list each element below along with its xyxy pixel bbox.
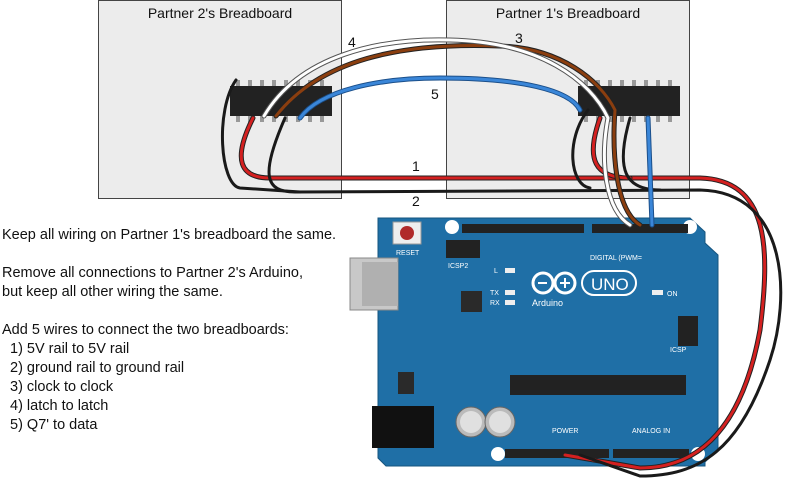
wire-2-black-partner1-loop (571, 108, 592, 190)
led-on (652, 290, 663, 295)
mounting-hole (491, 447, 505, 461)
wire-5-blue-outline (297, 75, 583, 121)
capacitor-top (489, 411, 511, 433)
list-item: 4) latch to latch (10, 398, 109, 414)
model-label: UNO (591, 275, 629, 294)
wire-5-blue (298, 76, 582, 120)
digital-label: DIGITAL (PWM= (590, 255, 642, 262)
instruction-line: Remove all connections to Partner 2's Ar… (2, 265, 303, 281)
brand-label: Arduino (532, 298, 563, 308)
led-on-label: ON (667, 291, 678, 298)
list-item: 5) Q7' to data (10, 417, 98, 433)
analog-label: ANALOG IN (632, 428, 670, 435)
atmega-chip (510, 375, 686, 395)
usb-connector-inner (362, 262, 398, 306)
icsp-label: ICSP (670, 347, 687, 354)
wire-steps-list: 1) 5V rail to 5V rail 2) ground rail to … (2, 340, 362, 435)
capacitor-top (460, 411, 482, 433)
wire-2-black-partner2-loop (220, 78, 302, 194)
icsp2-header (446, 240, 480, 258)
led-rx-label: RX (490, 300, 500, 307)
instruction-line: but keep all other wiring the same. (2, 284, 223, 300)
wire-label-3: 3 (515, 30, 523, 46)
wire-label-2: 2 (412, 193, 420, 209)
reset-label: RESET (396, 250, 420, 257)
power-header (505, 449, 609, 458)
led-rx (505, 300, 515, 305)
led-tx-label: TX (490, 290, 499, 297)
icsp-header (678, 316, 698, 346)
uno-badge (581, 270, 637, 296)
wire-4-white (262, 38, 632, 227)
usb-chip (461, 291, 482, 312)
wire-1-red (239, 116, 767, 470)
wire-label-1: 1 (412, 158, 420, 174)
wire-2-black (267, 116, 783, 478)
arduino-logo (531, 271, 577, 295)
voltage-regulator (398, 372, 414, 394)
partner2-breadboard-title: Partner 2's Breadboard (147, 5, 293, 21)
instructions-panel: Keep all wiring on Partner 1's breadboar… (2, 226, 362, 435)
digital-header-left (462, 224, 584, 233)
wire-label-5: 5 (431, 86, 439, 102)
wire-5-blue-to-arduino (646, 116, 654, 227)
reset-button-cap[interactable] (400, 226, 414, 240)
arduino-uno-board: RESET ICSP2 DIGITAL (PWM= L TX RX ON Ard… (349, 217, 719, 467)
partner1-breadboard-title: Partner 1's Breadboard (495, 5, 641, 21)
list-item: 1) 5V rail to 5V rail (10, 341, 130, 357)
led-l-label: L (494, 268, 498, 275)
partner1-shift-register-chip (578, 80, 680, 122)
list-item: 3) clock to clock (10, 379, 114, 395)
led-l (505, 268, 515, 273)
instruction-line: Add 5 wires to connect the two breadboar… (2, 322, 289, 338)
power-label: POWER (552, 428, 578, 435)
digital-header-right (592, 224, 688, 233)
mounting-hole (445, 220, 459, 234)
wire-label-4: 4 (348, 34, 356, 50)
led-tx (505, 290, 515, 295)
power-jack (372, 406, 434, 448)
wire-1-red-p1 (591, 116, 632, 180)
instruction-line: Keep all wiring on Partner 1's breadboar… (2, 227, 337, 243)
list-item: 2) ground rail to ground rail (10, 360, 185, 376)
wire-3-brown (274, 44, 642, 227)
icsp2-label: ICSP2 (448, 263, 468, 270)
analog-header (613, 449, 689, 458)
